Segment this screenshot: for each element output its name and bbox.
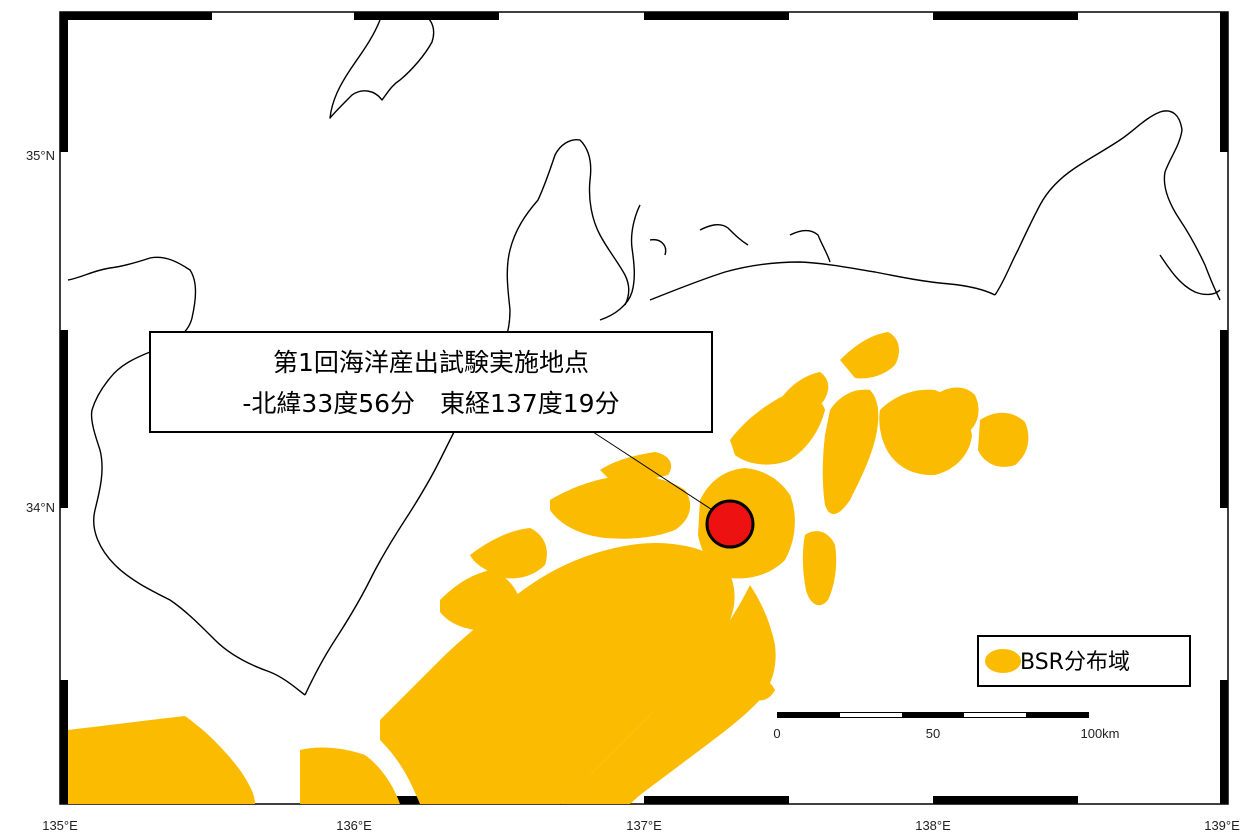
scale-label-100: 100km [1080,726,1119,741]
callout-title: 第1回海洋産出試験実施地点 [273,348,589,377]
legend-swatch [985,649,1021,673]
bsr-distribution [68,332,1029,804]
lon-tick-139: 139°E [1204,818,1240,833]
lon-tick-135: 135°E [42,818,78,833]
scale-bar: 0 50 100km [773,712,1120,741]
scale-label-0: 0 [773,726,780,741]
lat-tick-34: 34°N [26,500,55,515]
lon-tick-136: 136°E [336,818,372,833]
callout-coordinates: -北緯33度56分 東経137度19分 [242,389,619,418]
lat-tick-35: 35°N [26,148,55,163]
site-marker [705,499,755,549]
callout-box: 第1回海洋産出試験実施地点 -北緯33度56分 東経137度19分 [149,331,713,433]
scale-label-50: 50 [926,726,940,741]
callout-leader-line [589,429,721,516]
legend-label: BSR分布域 [1020,650,1130,675]
lon-tick-138: 138°E [915,818,951,833]
lon-tick-137: 137°E [626,818,662,833]
legend: BSR分布域 [977,635,1191,687]
